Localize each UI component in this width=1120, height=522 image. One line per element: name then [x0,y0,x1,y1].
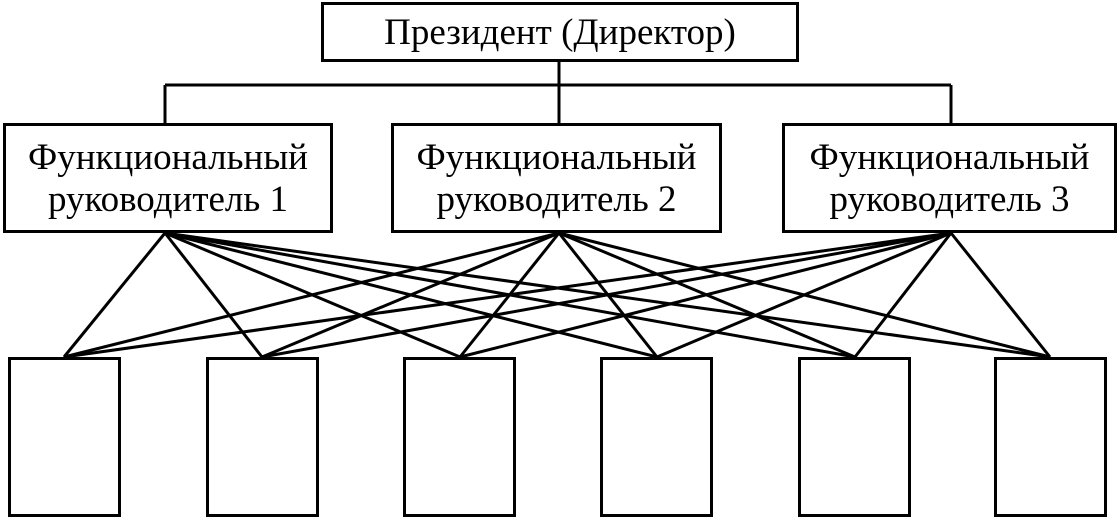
connector-line-manager-2-unit-2 [261,231,560,359]
unit-box-6 [994,357,1107,517]
unit-box-3 [403,357,516,517]
connector-line-manager-3-unit-3 [459,231,952,359]
manager-box-2: Функциональный руководитель 2 [391,123,722,233]
connector-line-manager-2-unit-1 [63,231,560,359]
unit-box-5 [798,357,911,517]
manager-3-label: Функциональный руководитель 3 [809,137,1090,220]
manager-box-3: Функциональный руководитель 3 [782,123,1117,233]
connector-line-manager-3-unit-4 [656,231,952,359]
unit-box-4 [600,357,713,517]
connector-line-manager-3-unit-1 [63,231,952,359]
connector-line-manager-1-unit-1 [62,232,167,358]
president-box: Президент (Директор) [321,2,799,62]
connector-line-manager-3-unit-5 [853,232,953,358]
president-connectors [163,62,953,123]
connector-line-manager-1-unit-2 [163,232,264,358]
manager-box-1: Функциональный руководитель 1 [3,123,333,233]
manager-1-label: Функциональный руководитель 1 [28,137,308,220]
manager-2-label: Функциональный руководитель 2 [416,137,697,220]
connector-line-manager-3-unit-6 [949,232,1052,358]
connector-line-manager-3-unit-2 [261,231,952,359]
manager-unit-connectors [62,231,1052,359]
president-label: Президент (Директор) [384,11,736,53]
unit-box-1 [8,357,121,517]
unit-box-2 [206,357,319,517]
